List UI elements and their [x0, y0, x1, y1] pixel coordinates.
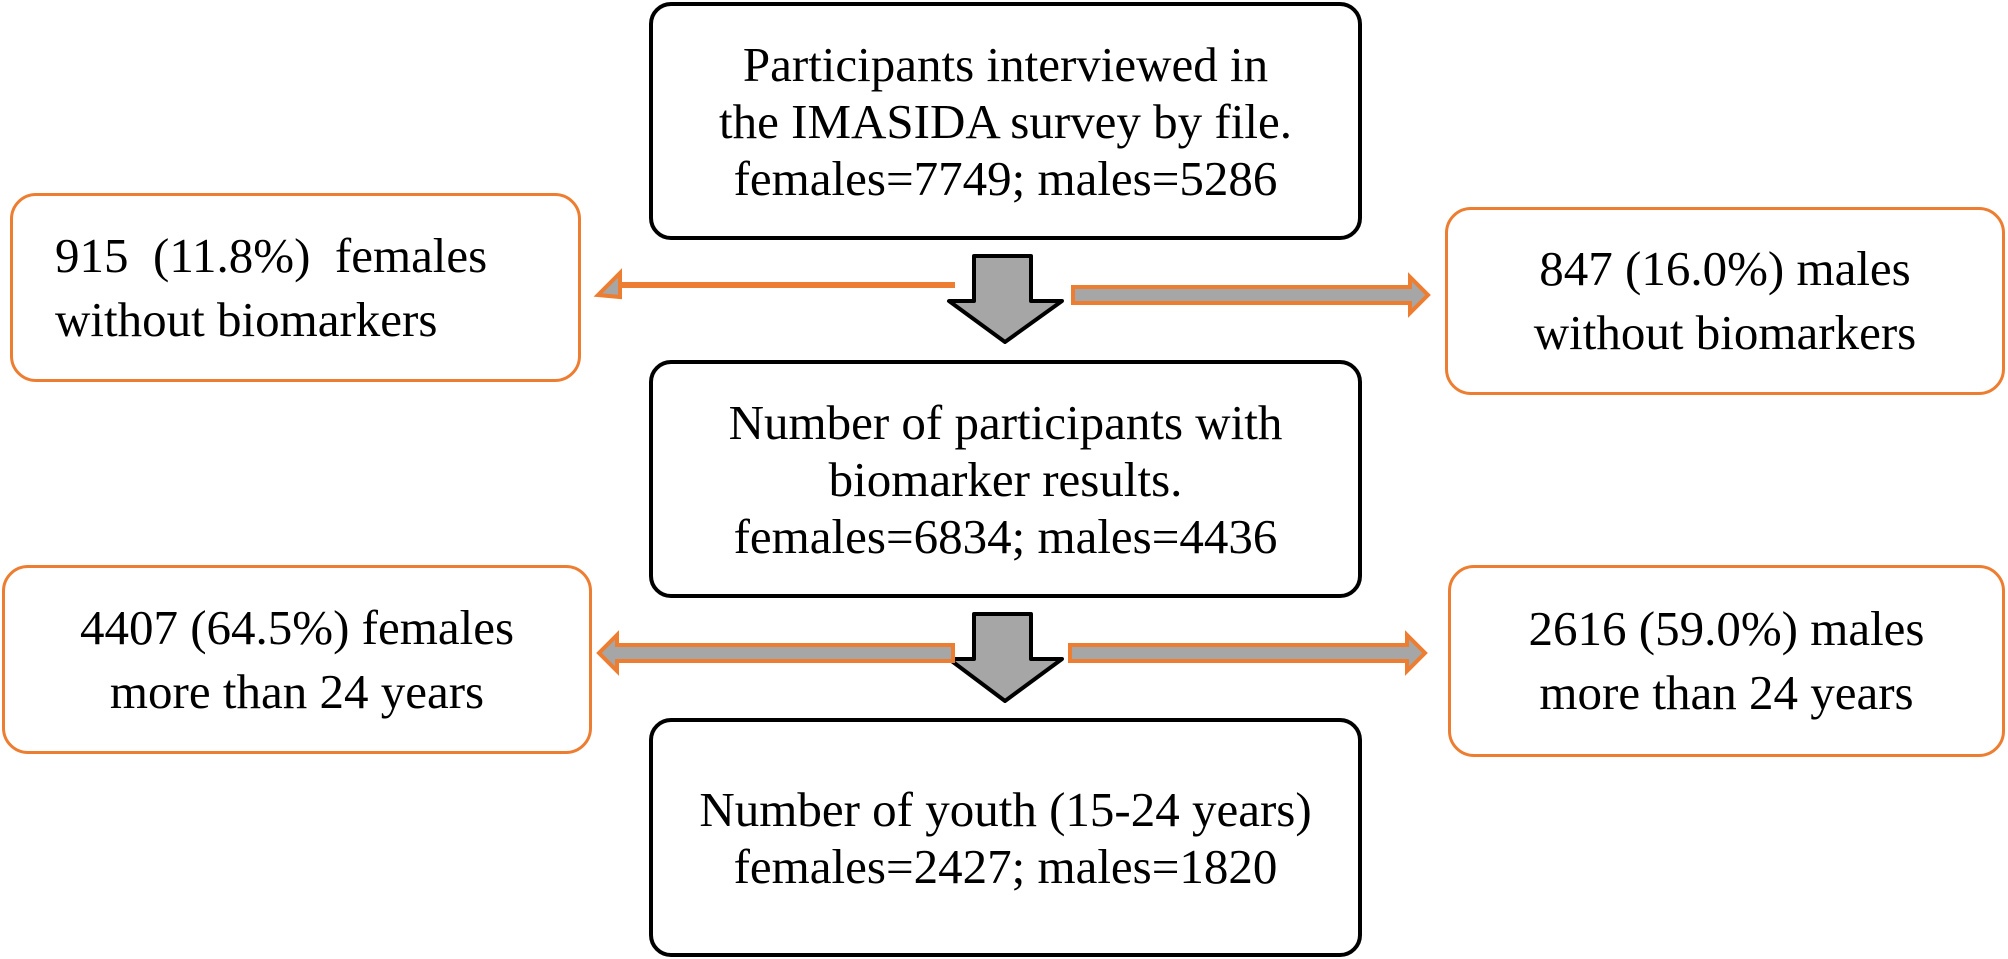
step-box-line: Participants interviewed in: [742, 36, 1269, 92]
exclusion-box-females-no-biomarkers: 915 (11.8%) females without biomarkers: [10, 193, 581, 382]
exclusion-box-line: 2616 (59.0%) males: [1528, 601, 1925, 656]
step-box-line: Number of youth (15-24 years): [699, 781, 1312, 837]
left-arrow-2: [596, 630, 955, 676]
step-box-line: biomarker results.: [828, 451, 1183, 507]
exclusion-box-line: more than 24 years: [1539, 665, 1914, 720]
step-box-interviewed: Participants interviewed in the IMASIDA …: [649, 2, 1362, 240]
step-box-line: Number of participants with: [728, 394, 1283, 450]
exclusion-box-line: 915 (11.8%) females: [55, 227, 488, 283]
exclusion-box-males-over-24: 2616 (59.0%) males more than 24 years: [1448, 565, 2005, 757]
right-arrow-2: [1068, 630, 1428, 676]
left-arrow-1: [593, 268, 955, 300]
exclusion-box-males-no-biomarkers: 847 (16.0%) males without biomarkers: [1445, 207, 2005, 395]
exclusion-box-females-over-24: 4407 (64.5%) females more than 24 years: [2, 565, 592, 754]
right-arrow-1: [1071, 272, 1431, 318]
exclusion-box-line: without biomarkers: [55, 291, 438, 347]
step-box-line: females=6834; males=4436: [733, 508, 1278, 564]
down-arrow-2: [947, 612, 1064, 703]
exclusion-box-line: 847 (16.0%) males: [1539, 241, 1911, 296]
step-box-line: females=2427; males=1820: [733, 838, 1278, 894]
exclusion-box-line: 4407 (64.5%) females: [79, 599, 515, 655]
step-box-line: females=7749; males=5286: [733, 150, 1278, 206]
step-box-line: the IMASIDA survey by file.: [719, 93, 1292, 149]
step-box-biomarker-results: Number of participants with biomarker re…: [649, 360, 1362, 598]
exclusion-box-line: without biomarkers: [1533, 305, 1917, 360]
exclusion-box-line: more than 24 years: [109, 663, 485, 719]
step-box-youth: Number of youth (15-24 years) females=24…: [649, 718, 1362, 957]
down-arrow-1: [947, 254, 1064, 344]
